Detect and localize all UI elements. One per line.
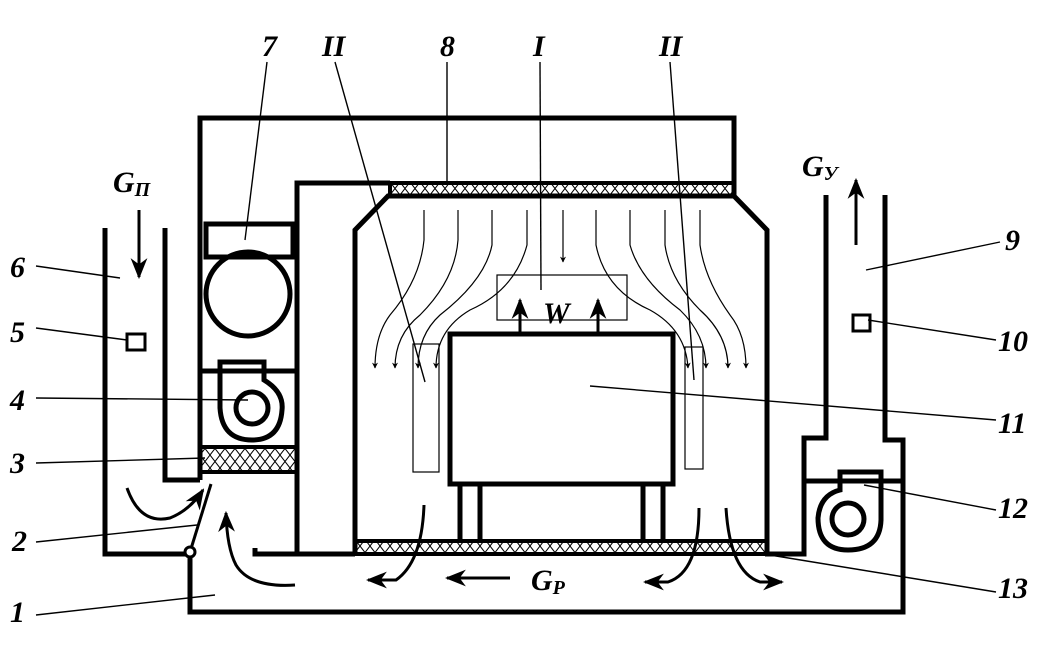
label-5: 5 — [10, 316, 25, 349]
label-4: 4 — [9, 384, 25, 417]
exhaust-flow-sub: У — [824, 163, 840, 185]
label-W: W — [543, 297, 572, 330]
workpiece-11 — [447, 331, 676, 541]
zone-II-left-box — [412, 343, 440, 473]
zone-I-box — [496, 274, 628, 321]
label-9: 9 — [1005, 224, 1020, 257]
label-7: 7 — [262, 30, 278, 63]
label-13: 13 — [998, 572, 1028, 605]
fan-4 — [217, 359, 285, 443]
label-6: 6 — [10, 251, 25, 284]
filter-8 — [388, 181, 736, 198]
sensor-10 — [851, 313, 872, 333]
damper — [183, 483, 213, 559]
label-recirc-flow: GP — [531, 564, 566, 599]
label-2: 2 — [11, 525, 27, 558]
zone-II-right-box — [684, 346, 704, 470]
label-zone-II-right: II — [658, 30, 684, 63]
label-8: 8 — [440, 30, 455, 63]
filter-13 — [353, 539, 769, 556]
fan-12 — [804, 469, 903, 553]
housing — [197, 115, 737, 557]
label-zone-I: I — [532, 30, 546, 63]
recirc-arrows — [125, 177, 865, 591]
airflow-lines — [372, 210, 749, 369]
spray-chamber — [297, 181, 804, 557]
label-3: 3 — [9, 447, 25, 480]
leader-lines — [35, 61, 1001, 616]
label-11: 11 — [998, 407, 1026, 440]
recirc-flow-symbol: G — [531, 564, 553, 597]
label-exhaust-flow: GУ — [802, 150, 840, 185]
heater-7 — [203, 221, 296, 339]
exhaust-flow-symbol: G — [802, 150, 824, 183]
recirc-flow-sub: P — [552, 577, 566, 599]
supply-flow-sub: П — [134, 179, 152, 201]
labels: 7 II 8 I II 6 5 4 3 2 1 9 10 11 12 13 W … — [9, 30, 1028, 629]
filter-3 — [198, 445, 299, 474]
label-1: 1 — [10, 596, 25, 629]
label-supply-flow: GП — [113, 166, 152, 201]
label-10: 10 — [998, 325, 1028, 358]
label-12: 12 — [998, 492, 1028, 525]
supply-flow-symbol: G — [113, 166, 135, 199]
sensor-5 — [125, 332, 147, 352]
label-zone-II-left: II — [321, 30, 347, 63]
